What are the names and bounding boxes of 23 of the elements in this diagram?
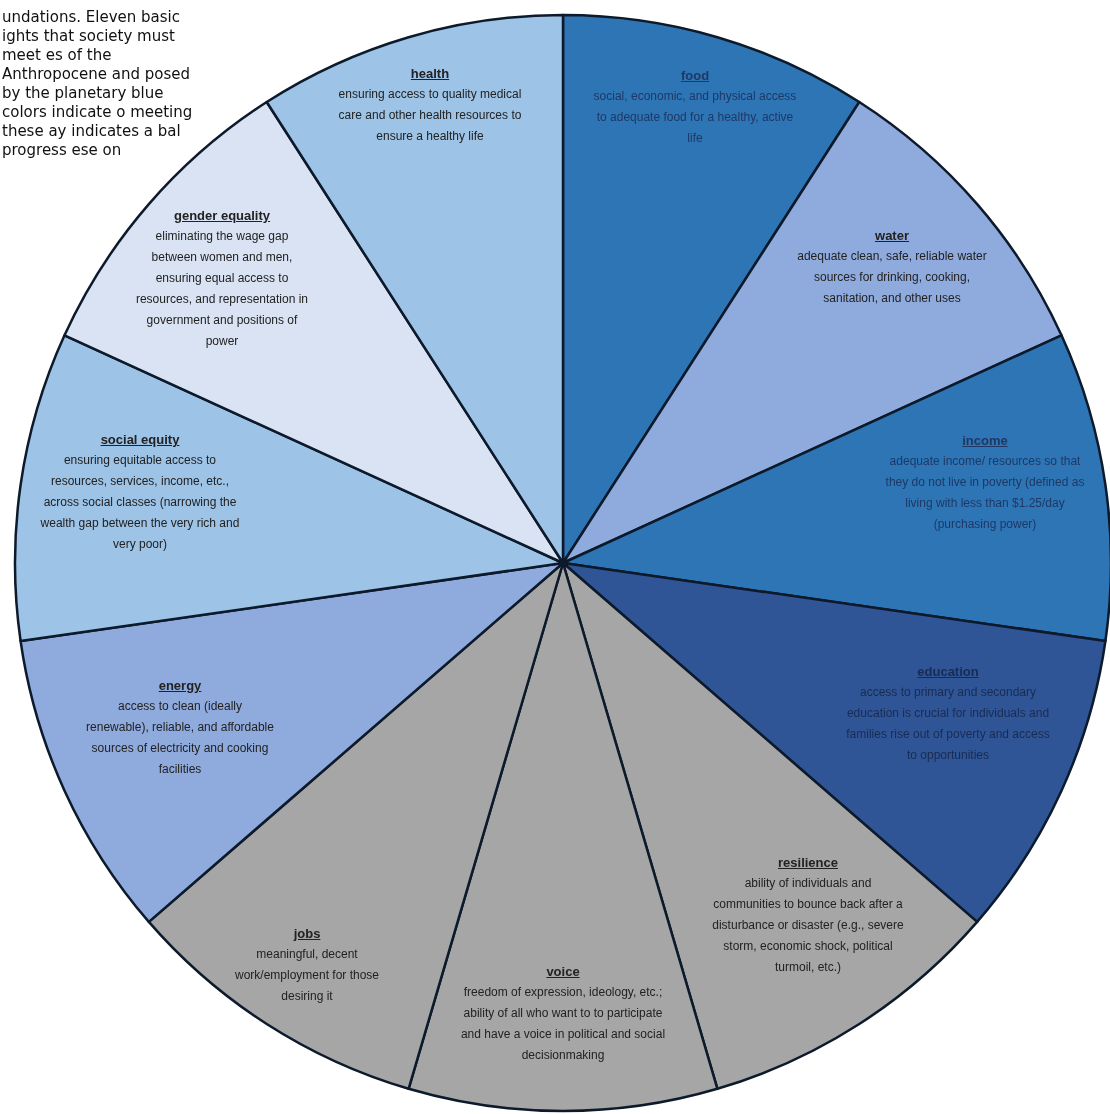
wedge-heading: health [410,65,450,83]
wedge-description: access to clean (ideally renewable), reliable, and affordable sources of electricity and cooking facilities [85,698,275,778]
wedge-heading: gender equality [173,207,271,225]
wedge-heading: education [917,663,979,681]
wedge-heading: resilience [778,854,838,872]
wedge-description: ability of individuals and communities to bounce back after a disturbance or disaster (e.g., severe storm, economic shock, political turmoil, etc.) [711,875,905,976]
wedge-heading: water [875,227,909,245]
wedge-description: social, economic, and physical access to adequate food for a healthy, active life [592,88,798,147]
wedge-heading: food [680,67,710,85]
wedge-description: adequate income/ resources so that they do not live in poverty (defined as living with less than $1.25/day (purchasing power) [885,453,1085,533]
wedge-description: ensuring access to quality medical care and other health resources to ensure a healthy life [337,86,523,145]
wedge-description: meaningful, decent work/employment for those desiring it [233,946,381,1005]
wedge-heading: jobs [293,925,321,943]
wedge-description: ensuring equitable access to resources, services, income, etc., across social classes (narrowing the wealth gap between the very rich and very poor) [39,452,241,553]
wedge-description: access to primary and secondary education is crucial for individuals and families rise out of poverty and access to opportunities [845,684,1051,764]
wedge-description: eliminating the wage gap between women and men, ensuring equal access to resources, and representation in government and positions of power [134,228,310,350]
wedge-heading: voice [546,963,580,981]
wedge-description: freedom of expression, ideology, etc.; ability of all who want to to participate and have a voice in political and social decisionmaking [459,984,667,1064]
wedge-heading: social equity [100,431,180,449]
caption-text: undations. Eleven basic ights that society must meet es of the Anthropocene and posed by the planetary blue colors indicate o meeting these ay indicates a bal progress ese on [2,8,194,160]
wedge-description: adequate clean, safe, reliable water sources for drinking, cooking, sanitation, and other uses [796,248,988,307]
wedge-heading: income [962,432,1008,450]
wedge-heading: energy [158,677,202,695]
